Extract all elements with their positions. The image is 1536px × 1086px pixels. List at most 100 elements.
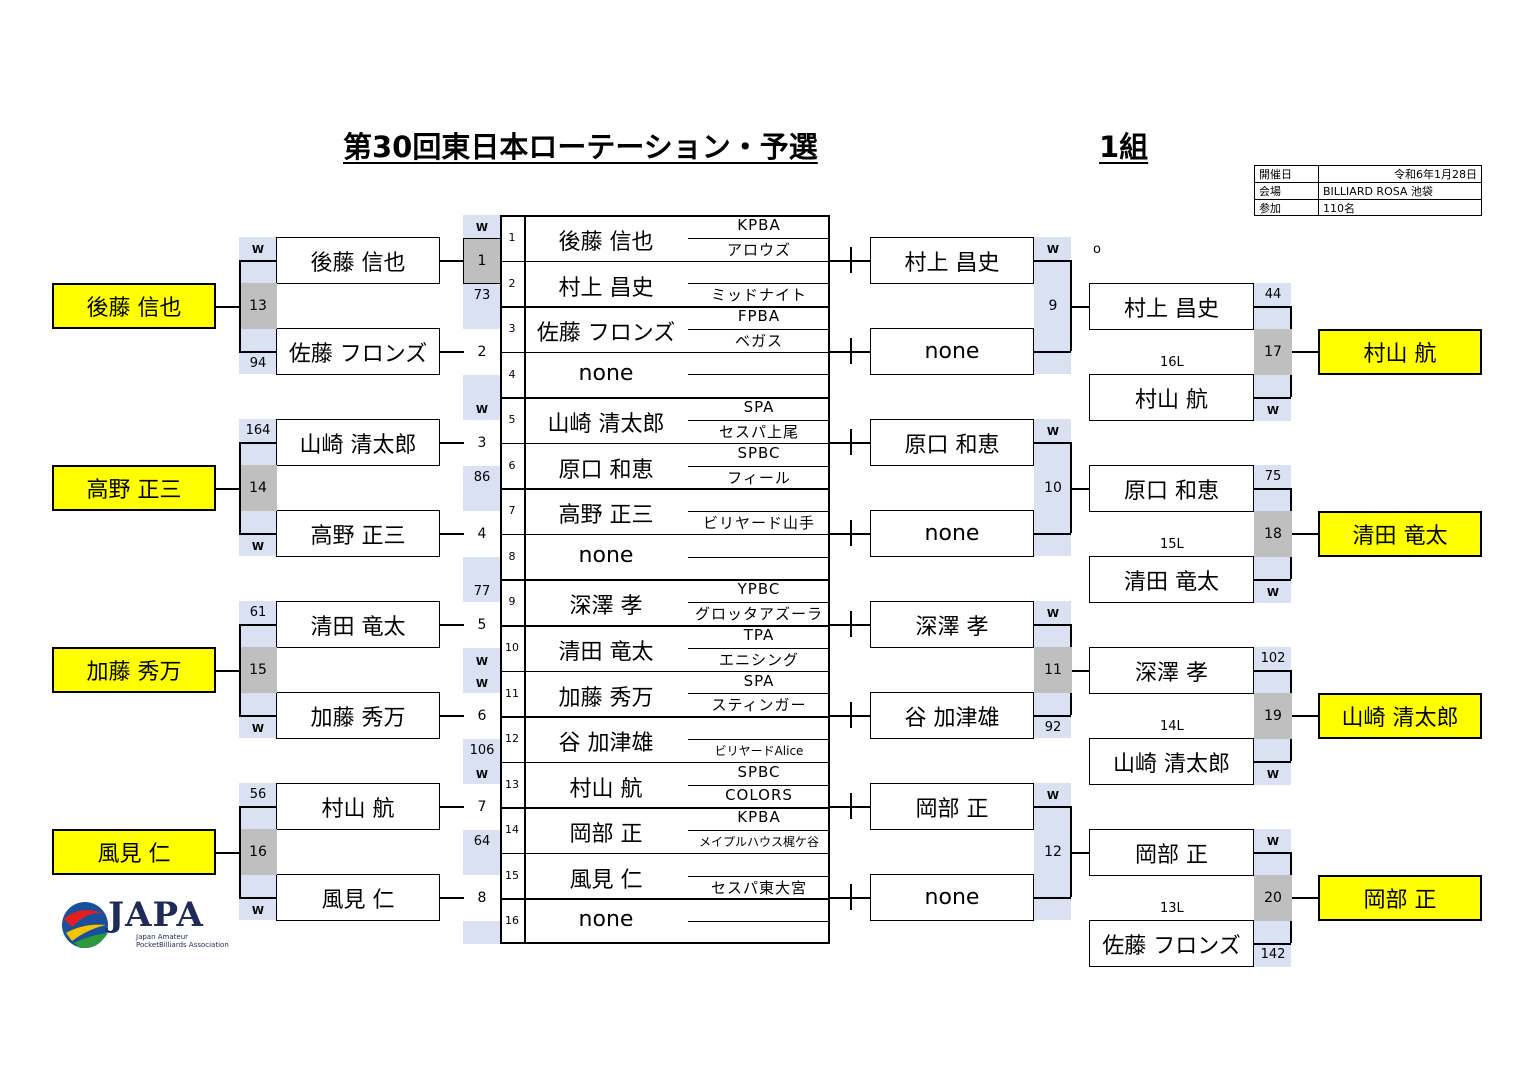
round1-player: none <box>870 328 1034 375</box>
center-row-divider <box>500 898 830 900</box>
bracket-line <box>239 897 276 899</box>
score-cell: 77 <box>473 584 491 599</box>
score-cell: 102 <box>1260 651 1286 666</box>
bracket-line <box>850 442 870 444</box>
group-winner: 岡部 正 <box>1318 875 1482 921</box>
info-label: 会場 <box>1255 183 1319 200</box>
logo-text: JAPA <box>108 895 204 935</box>
bracket-line <box>239 624 241 715</box>
bracket-line <box>1290 533 1318 535</box>
bracket-line <box>440 442 464 444</box>
bracket-line <box>850 624 870 626</box>
bracket-line <box>216 852 239 854</box>
logo-subtitle: Japan Amateur <box>136 933 189 941</box>
bracket-line <box>1034 533 1071 535</box>
bracket-line <box>216 488 239 490</box>
bracket-line <box>830 715 850 717</box>
seed-label: 15L <box>1160 537 1184 552</box>
bracket-line <box>1254 670 1291 672</box>
match-number: 13 <box>239 283 277 329</box>
bracket-line <box>216 670 239 672</box>
center-row-divider <box>500 442 830 445</box>
bracket-line <box>1290 351 1318 353</box>
round1-player: 清田 竜太 <box>276 601 440 648</box>
player-name: none <box>578 542 634 568</box>
club-divider <box>688 465 830 467</box>
bracket-line <box>239 624 276 626</box>
bracket-line <box>239 533 276 535</box>
score-cell: 64 <box>473 834 491 849</box>
club-divider <box>688 875 830 877</box>
round1-player: 深澤 孝 <box>870 601 1034 648</box>
bracket-line <box>1034 260 1071 262</box>
round1-player: 村山 航 <box>276 783 440 830</box>
player-number: 13 <box>505 777 519 791</box>
info-value: BILLIARD ROSA 池袋 <box>1319 183 1481 200</box>
bracket-line <box>830 806 850 808</box>
club-name: ベガス <box>734 331 783 350</box>
bracket-line <box>1034 351 1071 353</box>
w-tag: W <box>475 655 489 668</box>
player-name: none <box>578 907 634 933</box>
club-divider <box>688 556 830 558</box>
info-label: 参加 <box>1255 200 1319 216</box>
match-number: 4 <box>463 511 501 557</box>
bracket-line <box>239 260 276 262</box>
center-row-divider <box>500 306 830 308</box>
bracket-line <box>830 533 850 535</box>
bracket-line <box>1034 897 1071 899</box>
bracket-line <box>239 806 276 808</box>
bracket-line <box>1254 488 1291 490</box>
w-tag: W <box>1046 789 1060 802</box>
match-number: 16 <box>239 829 277 875</box>
club-divider <box>688 374 830 376</box>
round1-player: 風見 仁 <box>276 874 440 921</box>
seed-label: 14L <box>1160 719 1184 734</box>
round1-player: none <box>870 874 1034 921</box>
bracket-line <box>440 715 464 717</box>
match-number: 1 <box>463 238 501 284</box>
club-divider <box>688 328 830 330</box>
player-number: 4 <box>508 367 516 381</box>
player-name: 風見 仁 <box>569 867 643 893</box>
club-name: COLORS <box>725 785 793 804</box>
bracket-line <box>239 806 241 897</box>
seed-label: 16L <box>1160 355 1184 370</box>
center-row-divider <box>500 533 830 536</box>
center-row-divider <box>500 579 830 581</box>
score-cell: 44 <box>1264 287 1282 302</box>
bracket-line <box>850 884 852 910</box>
club-name: セスパ東大宮 <box>710 878 807 897</box>
bracket-line <box>850 520 852 546</box>
w-tag: W <box>475 677 489 690</box>
club-divider <box>688 647 830 649</box>
club-divider <box>688 830 830 832</box>
bracket-line <box>1290 897 1318 899</box>
club-divider <box>688 784 830 786</box>
bracket-line <box>850 533 870 535</box>
bracket-line <box>830 897 850 899</box>
club-name: グロッタアズーラ <box>694 605 823 624</box>
round1-player: 加藤 秀万 <box>276 692 440 739</box>
match-number: 5 <box>463 602 501 648</box>
club-region: YPBC <box>737 580 781 599</box>
match-number: 7 <box>463 784 501 830</box>
match-number: 9 <box>1048 298 1058 314</box>
player-number: 6 <box>508 458 516 472</box>
round1-player: 佐藤 フロンズ <box>276 328 440 375</box>
round2-player: 佐藤 フロンズ <box>1089 920 1254 967</box>
bracket-line <box>440 260 464 262</box>
info-label: 開催日 <box>1255 166 1319 183</box>
bracket-line <box>850 793 852 819</box>
group-winner: 後藤 信也 <box>52 283 216 329</box>
player-number: 15 <box>505 868 519 882</box>
center-row-divider <box>500 716 830 718</box>
player-name: 深澤 孝 <box>569 594 643 620</box>
score-cell: 142 <box>1260 947 1286 962</box>
bracket-line <box>830 624 850 626</box>
bracket-line <box>1254 943 1291 945</box>
bracket-line <box>1254 852 1291 854</box>
club-divider <box>688 921 830 923</box>
round2-player: 岡部 正 <box>1089 829 1254 876</box>
japa-logo-icon <box>62 902 108 949</box>
